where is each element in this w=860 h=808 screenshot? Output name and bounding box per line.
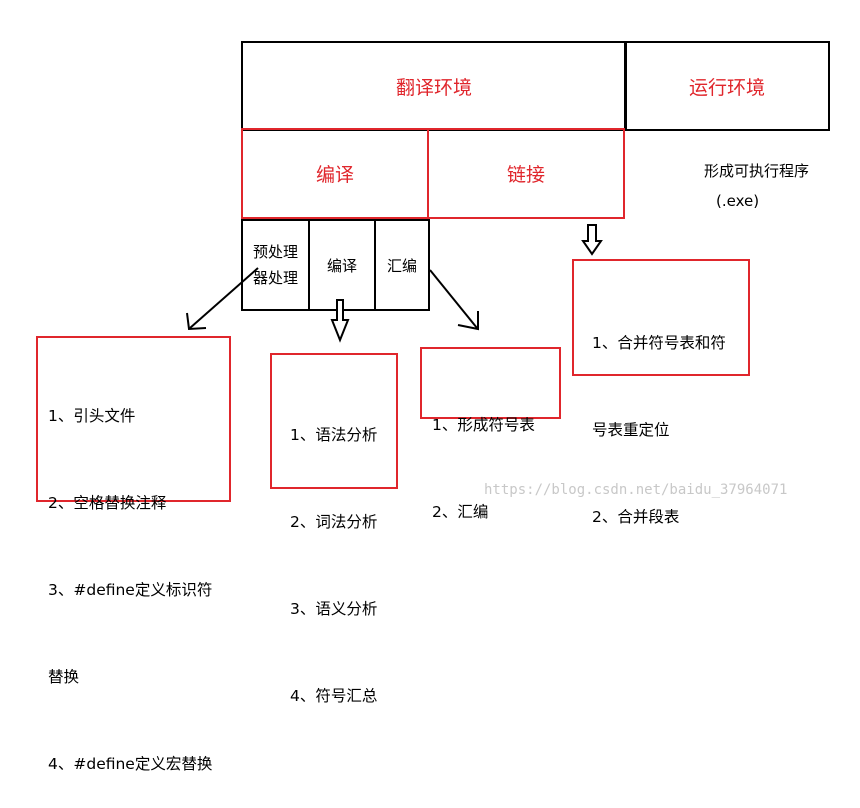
- arrows-layer: [186, 224, 603, 343]
- detail-item: 1、引头文件: [48, 407, 136, 425]
- sub-compile-label: 编译: [326, 256, 357, 275]
- assemble-box: 汇编: [374, 219, 430, 311]
- detail-item: 4、#define定义宏替换: [48, 755, 213, 773]
- preprocess-label-line2: 器处理: [252, 269, 298, 287]
- arrow-to-compile-details: [330, 299, 350, 343]
- runtime-environment-label: 运行环境: [688, 76, 765, 99]
- link-label: 链接: [506, 164, 545, 186]
- arrow-to-assemble-details: [429, 269, 479, 331]
- detail-item: 1、语法分析: [290, 426, 378, 444]
- compile-label: 编译: [315, 164, 354, 186]
- preprocess-box: 预处理 器处理: [241, 219, 310, 311]
- detail-item: 4、符号汇总: [290, 687, 378, 705]
- assemble-label: 汇编: [386, 256, 417, 275]
- detail-item: 3、语义分析: [290, 600, 378, 618]
- detail-item: 3、#define定义标识符: [48, 581, 213, 599]
- translate-environment-label: 翻译环境: [395, 76, 472, 99]
- executable-note: 形成可执行程序 (.exe): [704, 160, 844, 212]
- watermark: https://blog.csdn.net/baidu_37964071: [484, 482, 788, 498]
- arrow-to-preprocess-details: [186, 267, 259, 331]
- detail-item: 2、词法分析: [290, 513, 378, 531]
- detail-item: 号表重定位: [592, 421, 670, 439]
- detail-item: 1、合并符号表和符: [592, 334, 726, 352]
- link-box: 链接: [427, 128, 625, 219]
- detail-item: 2、空格替换注释: [48, 494, 167, 512]
- arrow-to-link-details: [581, 224, 603, 256]
- preprocess-label-line1: 预处理: [252, 243, 298, 261]
- translate-environment-box: 翻译环境: [241, 41, 627, 131]
- detail-item: 1、形成符号表: [432, 416, 535, 434]
- runtime-environment-box: 运行环境: [624, 41, 830, 131]
- executable-note-line1: 形成可执行程序: [704, 162, 810, 180]
- detail-item: 替换: [48, 668, 80, 686]
- executable-note-line2: (.exe): [716, 192, 760, 210]
